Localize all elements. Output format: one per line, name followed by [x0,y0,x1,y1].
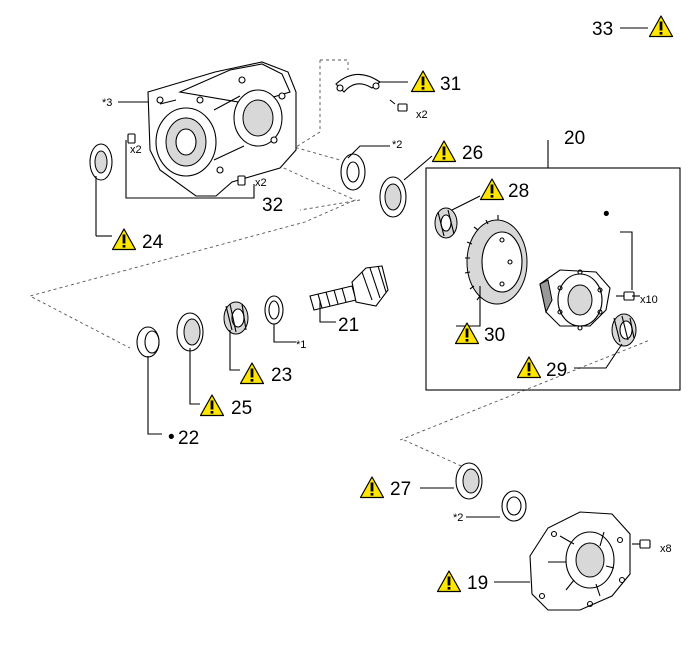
bolt-31 [389,99,408,112]
callout-22: 22 [178,428,199,449]
callout-28: 28 [508,181,529,202]
differential-carrier-housing [147,61,297,197]
callout-20: 20 [564,128,585,149]
note-star2-top: *2 [392,139,402,151]
part-30-ring-gear [464,215,528,305]
guide-lines [28,59,651,471]
warning-triangle-icon [516,356,542,379]
warning-triangle-icon [239,362,265,385]
callout-26: 26 [462,143,483,164]
part-23-bearing [223,301,249,335]
marker-dots: • • [168,204,610,448]
callout-27: 27 [390,479,411,500]
warning-triangle-icon [436,570,462,593]
qty-pin-right: x2 [255,177,267,189]
callout-31: 31 [440,74,461,95]
callout-25: 25 [231,398,252,419]
qty-pin-left: x2 [130,144,142,156]
qty-cover-bolt: x8 [660,543,672,555]
part-28-bearing [434,207,458,239]
callout-24: 24 [142,232,164,253]
callout-23: 23 [271,365,292,386]
differential-case [539,269,611,331]
part-29-bearing [611,313,637,347]
part-27-bearing-cup [455,462,483,500]
part-24-oil-seal [89,143,113,181]
warning-triangle-icon [479,178,505,201]
warning-triangle-icon [199,394,225,417]
qty-ring-bolt: x10 [640,294,658,306]
part-26-oil-seal [340,153,366,191]
part-31-shield [335,73,408,112]
note-star3: *3 [102,97,112,109]
leader-lines [95,27,648,583]
part-20-assembly-box [425,167,681,391]
callout-32: 32 [262,195,283,216]
dot-marker: • [168,427,175,448]
part-22-seal [136,326,160,358]
washer-star2-bottom [501,490,527,522]
part-26b-bearing-cup [379,176,407,218]
warning-triangle-icon [111,228,137,251]
note-labels: *3 *2 *1 *2 [102,97,463,524]
warning-triangle-icon [431,140,457,163]
cover-bolt [632,539,651,549]
dot-marker: • [603,204,610,225]
part-25-bearing-cup [176,312,204,352]
callout-21: 21 [338,315,359,336]
washer-star1 [264,295,284,325]
callout-19: 19 [467,573,488,594]
note-star1: *1 [296,339,306,351]
warning-triangle-icon [648,15,674,38]
pins [127,133,246,186]
callout-33: 33 [592,19,613,40]
callout-30: 30 [484,325,505,346]
callout-29: 29 [546,360,567,381]
warning-triangle-icon [410,70,436,93]
part-19-cover [529,511,631,611]
quantity-labels: x2 x2 x2 x10 x8 [130,109,672,555]
qty-bolt-31: x2 [416,109,428,121]
note-star2-bottom: *2 [453,512,463,524]
warning-triangle-icon [359,476,385,499]
callout-labels: 33 31 26 20 28 24 32 21 30 29 23 25 22 2… [142,19,613,594]
ring-gear-bolt [616,291,635,301]
part-21-drive-pinion [309,265,389,311]
